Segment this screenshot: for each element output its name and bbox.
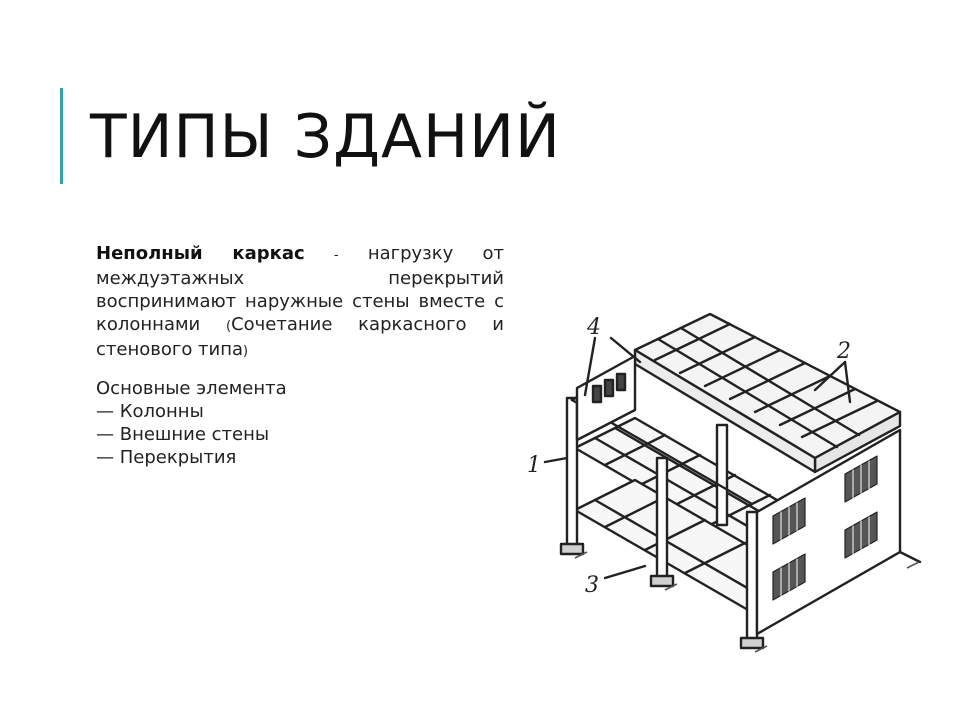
elements-list: — Колонны — Внешние стены — Перекрытия [96, 400, 504, 469]
paren-open: ( [226, 319, 232, 334]
definition-parenthetical: Сочетание каркасного и стенового типа [96, 314, 504, 360]
column-left [565, 396, 579, 548]
callout-3: 3 [585, 573, 599, 598]
slide-body: Неполный каркас - нагрузку от междуэтажн… [96, 242, 504, 469]
callout-2: 2 [836, 339, 851, 364]
paren-close: ) [243, 344, 249, 359]
title-accent-bar [60, 88, 63, 184]
column-mid [715, 423, 729, 527]
definition-paragraph: Неполный каркас - нагрузку от междуэтажн… [96, 242, 504, 363]
callout-1: 1 [527, 453, 541, 478]
column-corner [745, 510, 759, 642]
elements-item-floors: — Перекрытия [96, 447, 237, 468]
definition-text: нагрузку от междуэтажных перекрытий восп… [96, 243, 504, 335]
elements-item-outer-walls: — Внешние стены [96, 424, 270, 445]
callout-4: 4 [586, 315, 601, 340]
column-front [655, 456, 669, 580]
building-frame-diagram: 4 2 1 3 [527, 312, 922, 653]
definition-term: Неполный каркас [96, 243, 305, 264]
elements-item-columns: — Колонны [96, 401, 204, 422]
elements-heading: Основные элемента [96, 378, 287, 399]
definition-dash: - [333, 248, 339, 263]
slide-title: ТИПЫ ЗДАНИЙ [90, 102, 561, 172]
